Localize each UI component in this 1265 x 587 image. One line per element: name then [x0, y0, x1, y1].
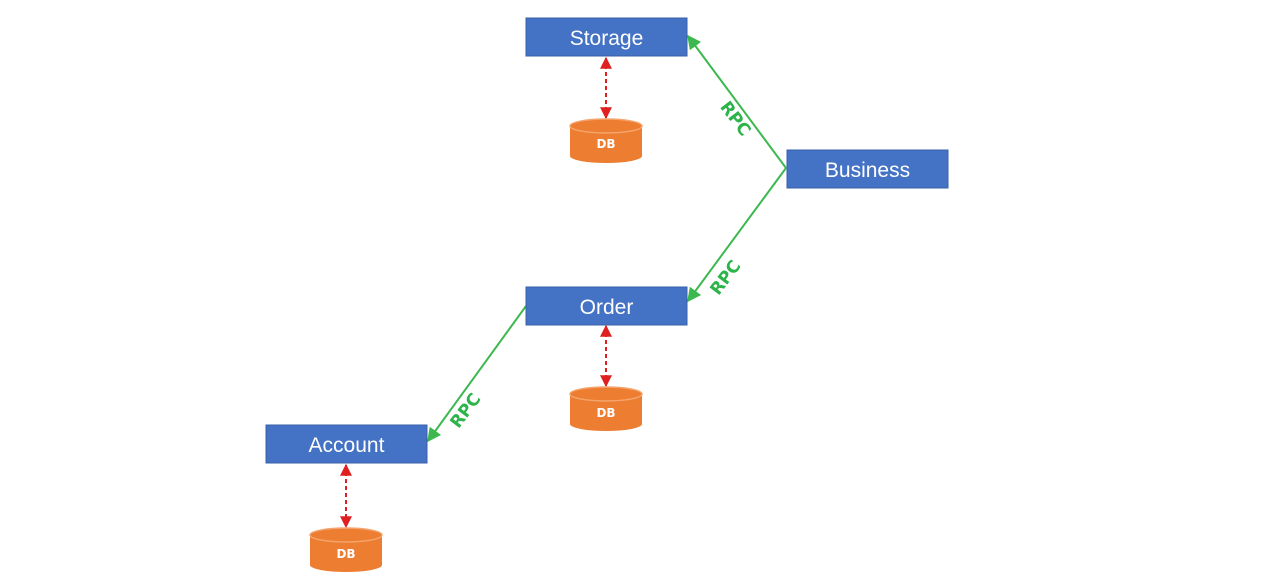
service-box-business[interactable]: Business	[786, 149, 949, 189]
service-box-fill	[786, 149, 949, 189]
service-box-fill	[265, 424, 428, 464]
rpc-connector-order-account: RPC	[427, 305, 527, 443]
rpc-label-account: RPC	[447, 390, 486, 432]
db-label-storage: DB	[596, 137, 615, 151]
service-label-business: Business	[825, 159, 910, 182]
rpc-line	[687, 167, 787, 303]
cylinder-body	[570, 394, 642, 431]
db-label-account: DB	[336, 547, 355, 561]
service-label-order: Order	[580, 296, 634, 319]
rpc-label-storage: RPC	[716, 98, 755, 140]
db-label-order: DB	[596, 406, 615, 420]
cylinder-top	[569, 118, 643, 134]
cylinder-body	[310, 535, 382, 572]
database-cylinder-account[interactable]: DB	[309, 527, 383, 572]
rpc-connector-business-order: RPC	[687, 167, 787, 303]
service-box-fill	[525, 17, 688, 57]
rpc-line	[687, 34, 787, 169]
database-cylinder-order[interactable]: DB	[569, 386, 643, 431]
service-box-storage[interactable]: Storage	[525, 17, 688, 57]
rpc-line	[427, 305, 527, 443]
cylinder-top	[569, 386, 643, 402]
service-box-account[interactable]: Account	[265, 424, 428, 464]
cylinder-top	[309, 527, 383, 543]
rpc-label-order: RPC	[707, 257, 746, 299]
cylinder-body	[570, 126, 642, 163]
service-box-fill	[525, 286, 688, 326]
rpc-connector-business-storage: RPC	[687, 34, 787, 169]
service-label-account: Account	[309, 434, 385, 457]
service-label-storage: Storage	[570, 27, 644, 50]
database-cylinder-storage[interactable]: DB	[569, 118, 643, 163]
service-box-order[interactable]: Order	[525, 286, 688, 326]
